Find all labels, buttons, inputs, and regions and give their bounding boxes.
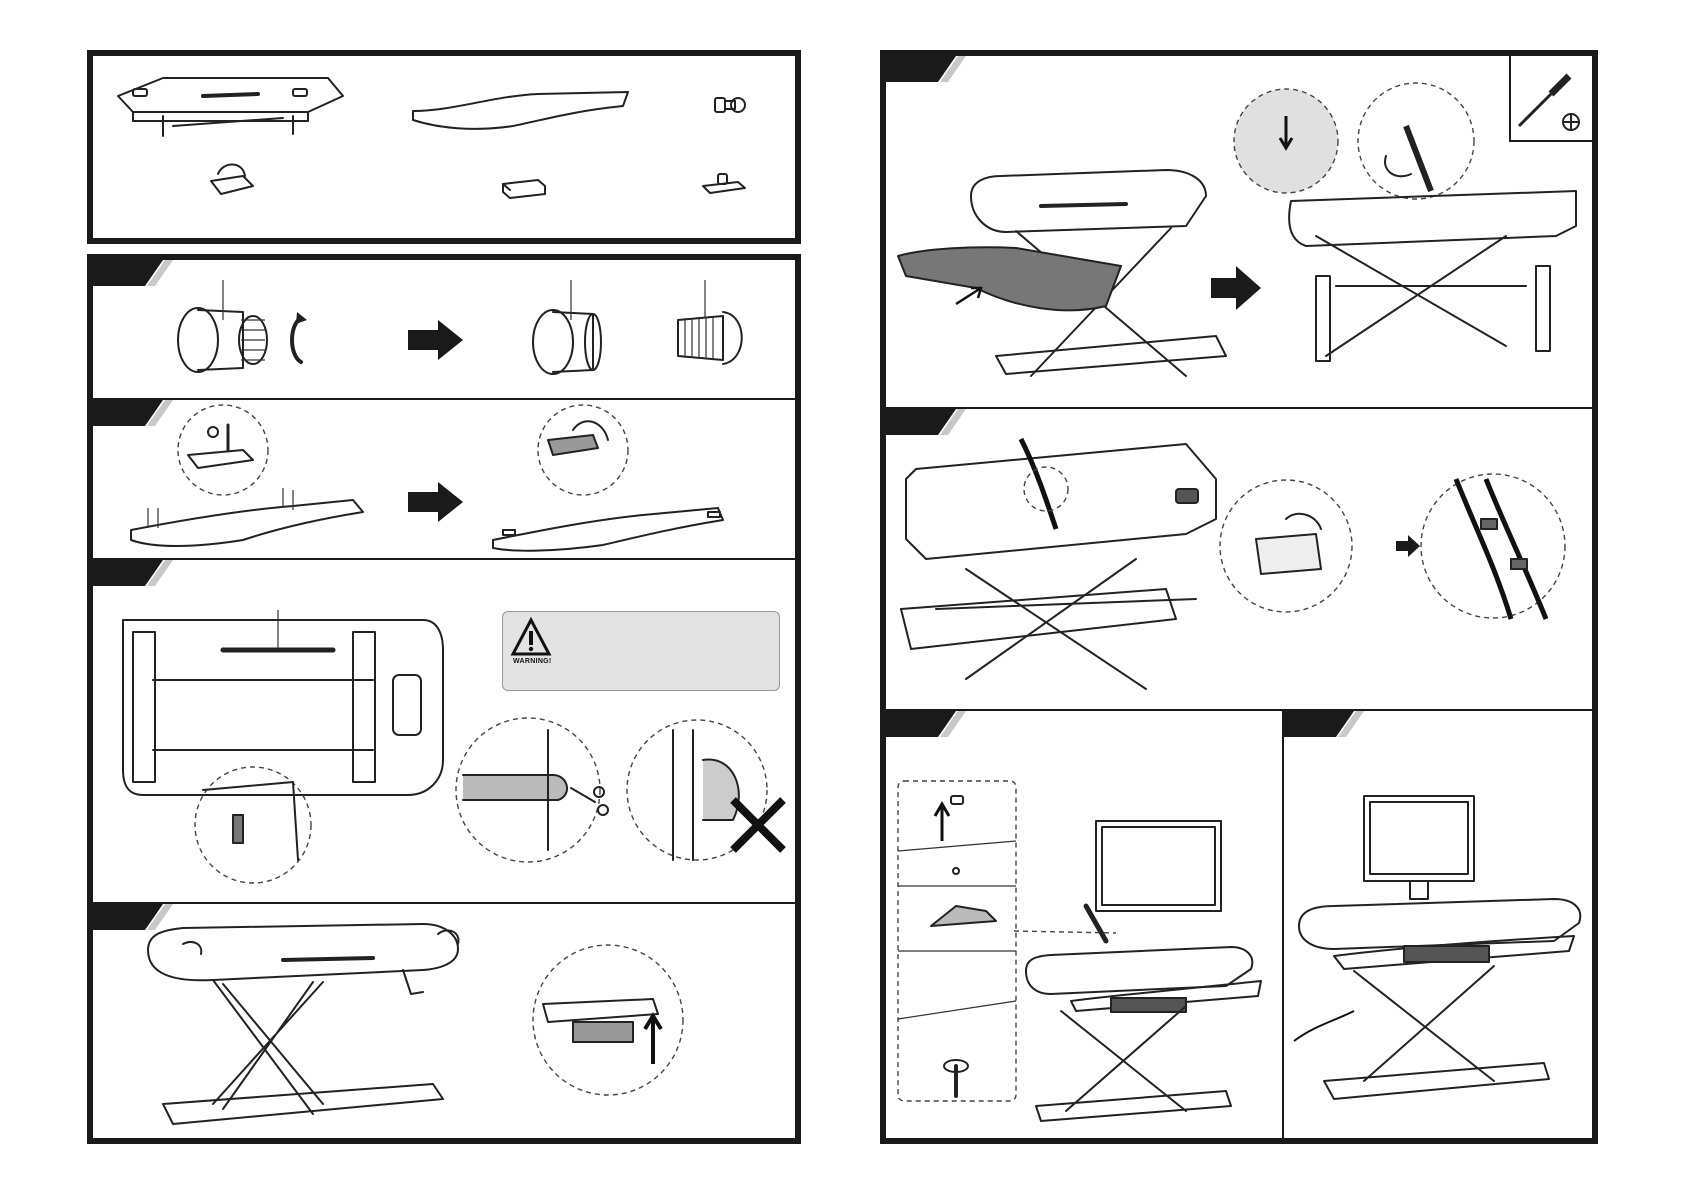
- prohibited-x-icon: [733, 800, 783, 850]
- step-unlock: [93, 904, 795, 1138]
- step-monitor-arm: [886, 711, 1282, 1138]
- arrow-up-icon: [935, 804, 949, 841]
- arrow-right-icon: [1211, 266, 1261, 310]
- step-tray-screws: [93, 400, 795, 558]
- foam-pad-part: [503, 180, 545, 198]
- parts-panel: [87, 50, 801, 244]
- keyboard-tray-part: [413, 92, 628, 129]
- tray-screws-illustration: [93, 400, 795, 558]
- arrow-up-icon: [645, 1016, 661, 1064]
- arrow-right-icon: [408, 320, 463, 360]
- final-setup-illustration: [1284, 711, 1592, 1138]
- attach-tray-illustration: [886, 56, 1592, 407]
- right-steps-panel: [880, 50, 1598, 1144]
- clamp-base-part: [703, 174, 745, 193]
- step-final-setup: [1284, 711, 1592, 1138]
- arrow-icon: [956, 288, 981, 304]
- step-remove-strap: WARNING!: [93, 560, 795, 902]
- monitor-arm-illustration: [886, 711, 1282, 1138]
- left-steps-panel: WARNING!: [87, 254, 801, 1144]
- step-attach-tray: [886, 56, 1592, 407]
- step-cable-management: [886, 409, 1592, 709]
- desktop-unit-part: [118, 78, 343, 136]
- grommet-illustration: [93, 260, 795, 398]
- unlock-illustration: [93, 904, 795, 1138]
- arrow-right-icon: [408, 482, 463, 522]
- cut-strap-illustration: [93, 560, 795, 902]
- step-grommet: [93, 260, 795, 398]
- arrow-right-icon: [1396, 535, 1420, 557]
- grommet-screw-part: [715, 98, 745, 112]
- cable-management-illustration: [886, 409, 1592, 709]
- cable-clip-part: [211, 164, 253, 194]
- parts-illustration: [93, 56, 807, 250]
